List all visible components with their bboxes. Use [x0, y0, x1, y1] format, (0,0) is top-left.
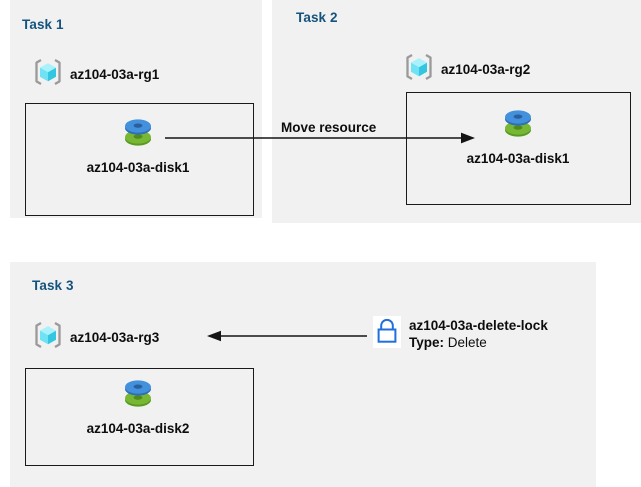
managed-disk-icon: [499, 110, 537, 147]
resource-disk-task1: az104-03a-disk1: [78, 112, 198, 175]
resource-group-label-task3: az104-03a-rg3: [70, 330, 160, 345]
panel-title-task2: Task 2: [296, 10, 338, 25]
resource-disk-task2: az104-03a-disk1: [458, 103, 578, 166]
resource-group-row-task2: az104-03a-rg2: [404, 52, 530, 87]
delete-lock-name: az104-03a-delete-lock: [409, 318, 548, 333]
resource-disk-task3: az104-03a-disk2: [78, 373, 198, 436]
resource-group-icon: [33, 57, 63, 92]
managed-disk-icon: [119, 119, 157, 156]
resource-group-row-task3: az104-03a-rg3: [33, 320, 159, 355]
lock-icon: [373, 316, 401, 348]
panel-task3: [10, 262, 596, 487]
connector-lock-applies-to: [205, 326, 367, 351]
resource-group-icon: [404, 52, 434, 87]
resource-group-box-task2: [406, 92, 631, 205]
connector-move-resource: [165, 125, 477, 160]
delete-lock-type-key: Type:: [409, 335, 445, 350]
delete-lock-type: Type: Delete: [409, 334, 548, 351]
delete-lock-type-value: Delete: [444, 335, 487, 350]
resource-group-label-task2: az104-03a-rg2: [441, 62, 531, 77]
resource-disk-label-task1: az104-03a-disk1: [86, 160, 190, 175]
panel-task1: [10, 0, 262, 218]
resource-disk-label-task3: az104-03a-disk2: [86, 421, 190, 436]
panel-title-task1: Task 1: [22, 17, 64, 32]
panel-title-task3: Task 3: [32, 278, 74, 293]
delete-lock-annotation: az104-03a-delete-lock Type: Delete: [373, 316, 548, 351]
resource-group-box-task1: [25, 103, 254, 216]
resource-group-icon: [33, 320, 63, 355]
managed-disk-icon: [119, 380, 157, 417]
resource-group-row-task1: az104-03a-rg1: [33, 57, 159, 92]
connector-label-move-resource: Move resource: [281, 120, 377, 135]
resource-group-label-task1: az104-03a-rg1: [70, 67, 160, 82]
resource-group-box-task3: [25, 368, 254, 466]
panel-task2: [272, 0, 641, 223]
resource-disk-label-task2: az104-03a-disk1: [466, 151, 570, 166]
